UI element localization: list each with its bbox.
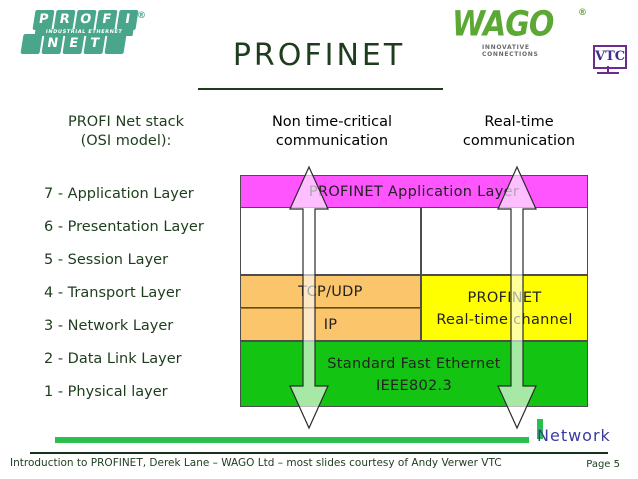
profinet-logo-tile: O <box>74 10 97 30</box>
wago-tagline: INNOVATIVE CONNECTIONS <box>482 44 539 58</box>
protocol-stack-diagram: PROFINET Application Layer TCP/UDP IP PR… <box>240 165 588 430</box>
vtc-logo-base <box>597 72 619 74</box>
realtime-block-line2: Real-time channel <box>436 312 573 328</box>
profinet-application-layer-block: PROFINET Application Layer <box>240 175 588 208</box>
profinet-logo-tile: R <box>53 10 76 30</box>
profinet-logo-row-top: P R O F I <box>32 10 139 30</box>
real-time-column-header: Real-time communication <box>424 113 614 151</box>
tcp-udp-block: TCP/UDP <box>240 275 421 308</box>
real-time-line2: communication <box>462 133 576 149</box>
network-bus-drop <box>537 419 543 439</box>
wago-logo: WAGO ® INNOVATIVE CONNECTIONS <box>452 4 587 58</box>
osi-layer-7: 7 - Application Layer <box>44 186 194 202</box>
osi-layer-6: 6 - Presentation Layer <box>44 219 204 235</box>
page-number: Page 5 <box>586 459 620 470</box>
profinet-logo-tile: P <box>32 10 55 30</box>
real-time-line1: Real-time <box>484 114 554 130</box>
network-bus-line <box>55 437 529 443</box>
registered-trademark-icon: ® <box>578 8 587 18</box>
profinet-realtime-channel-block: PROFINET Real-time channel <box>421 275 588 341</box>
title-divider <box>198 88 443 90</box>
realtime-block-line1: PROFINET <box>467 290 542 306</box>
non-time-critical-column-header: Non time-critical communication <box>242 113 422 151</box>
osi-layer-2: 2 - Data Link Layer <box>44 351 182 367</box>
ip-block: IP <box>240 308 421 341</box>
footer-text: Introduction to PROFINET, Derek Lane – W… <box>10 457 502 469</box>
osi-layer-5: 5 - Session Layer <box>44 252 169 268</box>
vtc-logo: VTC <box>588 45 628 77</box>
network-label: Network <box>537 426 611 445</box>
ethernet-block-line1: Standard Fast Ethernet <box>327 356 501 372</box>
non-time-critical-line1: Non time-critical <box>271 114 393 130</box>
profinet-logo-tile: I <box>116 10 139 30</box>
stack-column-header-line2: (OSI model): <box>80 133 172 149</box>
vtc-logo-stem <box>607 66 609 73</box>
wago-wordmark: WAGO <box>452 4 554 45</box>
empty-block-left <box>240 208 421 275</box>
footer-divider <box>30 452 608 454</box>
stack-column-header: PROFI Net stack (OSI model): <box>26 113 226 151</box>
vtc-logo-text: VTC <box>593 45 627 69</box>
page-title: PROFINET <box>232 38 406 73</box>
registered-trademark-icon: ® <box>137 11 146 21</box>
profinet-logo-tile: F <box>95 10 118 30</box>
standard-fast-ethernet-block: Standard Fast Ethernet IEEE802.3 <box>240 341 588 407</box>
profinet-logo: P R O F I INDUSTRIAL ETHERNET N E T ® <box>18 10 146 56</box>
ethernet-block-line2: IEEE802.3 <box>376 378 452 394</box>
osi-layer-list: 7 - Application Layer 6 - Presentation L… <box>44 178 240 409</box>
empty-block-right <box>421 208 588 275</box>
osi-layer-4: 4 - Transport Layer <box>44 285 181 301</box>
non-time-critical-line2: communication <box>275 133 389 149</box>
osi-layer-1: 1 - Physical layer <box>44 384 168 400</box>
osi-layer-3: 3 - Network Layer <box>44 318 174 334</box>
stack-column-header-line1: PROFI Net stack <box>67 114 184 130</box>
